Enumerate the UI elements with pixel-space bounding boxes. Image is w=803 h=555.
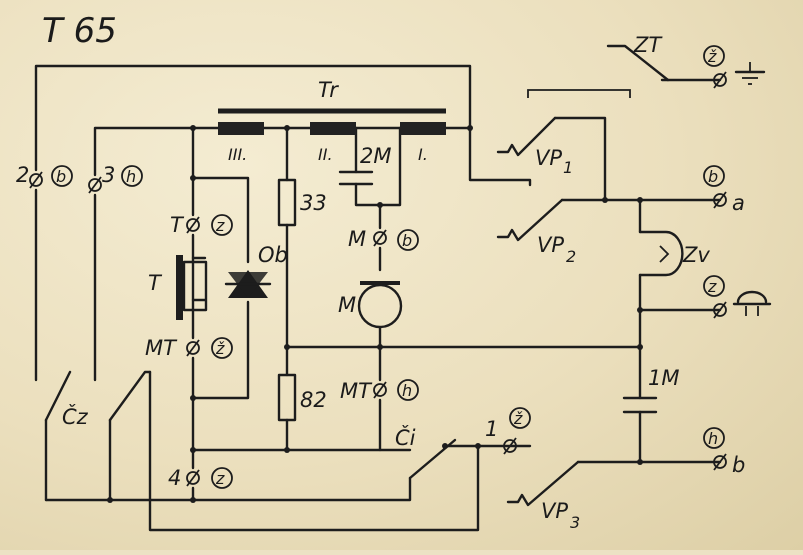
wire-zt-link [527,89,631,98]
ground-icon [734,62,766,85]
capacitor-2m: 2M [338,144,391,186]
switch-ci-label: Či [395,425,416,450]
wire-terminal-3 [93,126,220,382]
terminal-a-label: a [732,191,745,215]
capacitor-1m: 1M [622,366,679,414]
terminal-4: 4 z [168,466,233,490]
switch-ci-blade [408,438,457,480]
wire-top-loop [34,64,532,382]
terminal-2: 2 b [16,163,73,189]
terminal-bell-color: z [707,277,717,296]
capacitor-2m-label: 2M [360,144,391,168]
microphone: M [338,281,403,329]
terminal-m-prefix: M [348,227,366,251]
capacitor-1m-label: 1M [648,366,679,390]
switch-vp2-label: VP [537,233,564,257]
resistor-82: 82 [277,373,327,422]
switch-vp1-sub: 1 [563,158,573,177]
transformer: Tr III. II. I. [218,78,446,164]
ringer: Zv [638,230,710,277]
switch-zt-blade [606,44,670,82]
terminal-mt2-prefix: MT [340,379,373,403]
ringer-label: Zv [682,243,710,267]
switch-vp3-blade [506,460,580,507]
winding-1-label: I. [418,145,428,164]
winding-2-label: II. [318,145,333,164]
wire-cz-return [148,370,480,532]
terminal-4-number: 4 [168,466,181,490]
terminal-a-color: b [708,167,718,186]
wiring [34,64,722,532]
terminal-zt-color: ž [707,47,717,66]
terminal-1-number: 1 [485,417,498,441]
terminal-t-color: z [215,216,225,235]
terminal-3: 3 h [88,163,143,194]
terminal-t-prefix: T [170,213,185,237]
terminal-4-color: z [215,469,225,488]
switches: ZT VP 1 VP 2 VP 3 Čz Či [44,33,670,532]
switch-cz-blade-2 [108,370,152,422]
terminal-mt1: MT ž [145,336,233,360]
receiver-label: T [148,271,163,295]
switch-cz-blade-1 [44,370,72,422]
headset-icon [732,290,772,316]
switch-cz-label: Čz [62,404,89,429]
terminal-3-number: 3 [102,163,115,187]
terminal-mt1-color: ž [215,339,225,358]
terminal-1: 1 ž [485,407,531,455]
diode-ob: Ob [224,243,288,298]
terminal-t: T z [170,213,233,237]
terminal-3-color: h [126,167,136,186]
switch-zt-label: ZT [633,33,663,57]
switch-vp3-label: VP [541,499,568,523]
wire-diode-loop [191,176,250,400]
resistor-33-label: 33 [300,191,327,215]
terminal-b-color: h [708,429,718,448]
wire-cz-legs [44,418,112,502]
receiver: T [148,255,208,320]
microphone-label: M [338,293,356,317]
junctions [107,125,643,503]
resistor-33: 33 [277,178,327,227]
terminal-bell: z [703,275,727,319]
terminal-mt2: MT h [340,379,419,403]
terminal-b: b h [703,427,745,477]
wire-receiver [191,256,207,302]
switch-vp2-blade [496,198,564,242]
terminal-1-color: ž [513,409,523,428]
terminal-a: a b [703,165,745,215]
terminal-2-number: 2 [16,163,29,187]
terminal-b-label: b [732,453,745,477]
switch-vp2-sub: 2 [566,247,576,266]
transformer-label: Tr [318,78,339,102]
switch-vp1-label: VP [535,146,562,170]
diagram-title: T 65 [42,11,117,51]
terminal-m: M b [348,227,419,251]
switch-vp3-sub: 3 [570,513,580,532]
switch-vp1-blade [496,116,557,157]
terminal-2-color: b [56,167,66,186]
winding-3-label: III. [228,145,247,164]
wire-vp1-to-a [553,116,722,202]
wire-bottom-rail [44,476,412,502]
terminal-m-color: b [402,231,412,250]
terminal-mt2-color: h [402,381,412,400]
diode-label: Ob [258,243,288,267]
terminal-mt1-prefix: MT [145,336,178,360]
terminal-zt: ž [703,45,727,89]
resistor-82-label: 82 [300,388,327,412]
